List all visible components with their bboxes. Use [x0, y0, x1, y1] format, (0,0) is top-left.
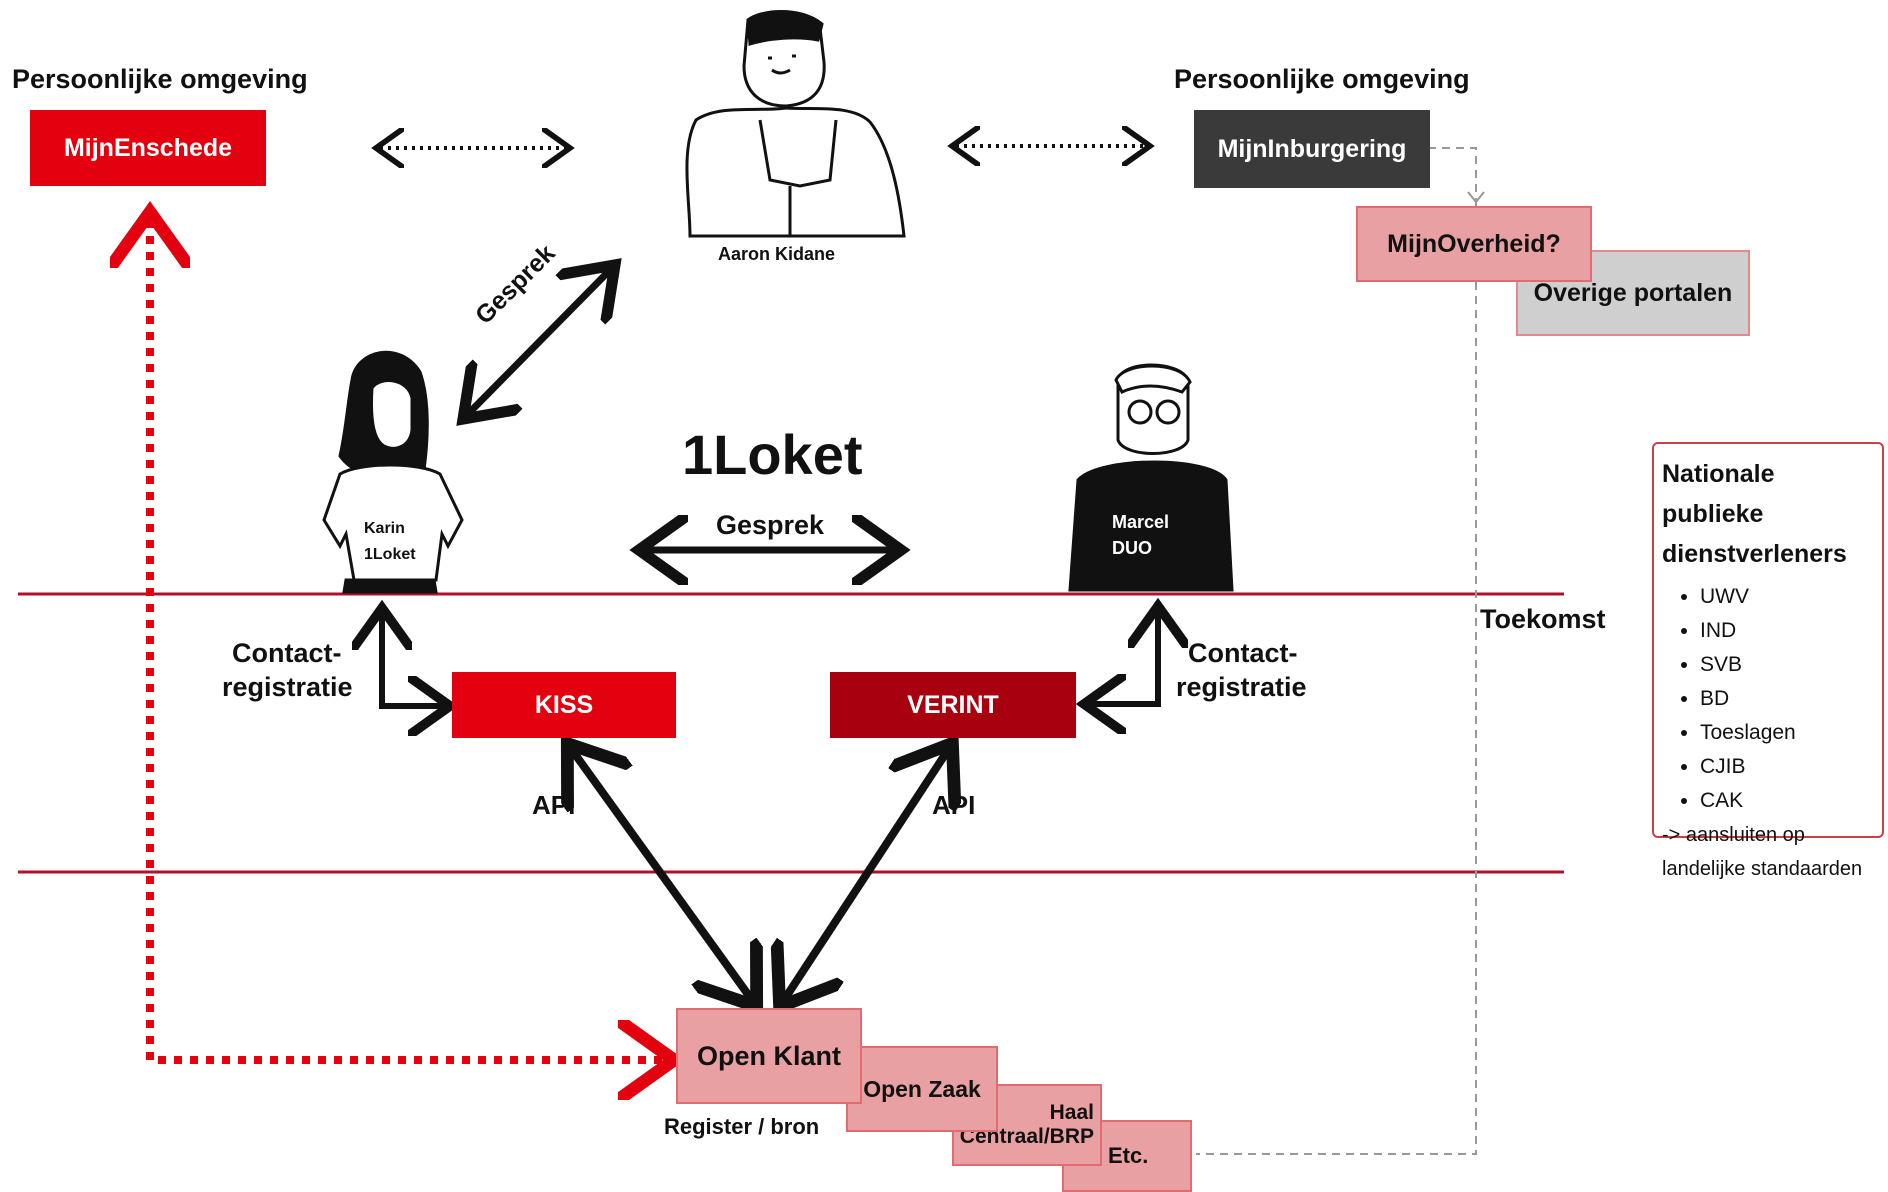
red-dotted-connector [150, 220, 666, 1060]
nationale-title-2: dienstverleners [1662, 540, 1847, 568]
marcel-figure [1068, 363, 1234, 592]
left-env-heading: Persoonlijke omgeving [12, 64, 308, 94]
grey-arrowhead [1467, 191, 1485, 204]
nationale-note-2: landelijke standaarden [1662, 858, 1863, 880]
karin-name-2: 1Loket [364, 546, 416, 563]
gesprek-mid-label: Gesprek [716, 510, 825, 540]
nationale-title-1: Nationale publieke [1662, 460, 1775, 528]
open-klant-box[interactable]: Open Klant [676, 1008, 862, 1104]
nationale-note: -> aansluiten op landelijke standaarden [1662, 818, 1874, 886]
contact-right-1: Contact- [1188, 638, 1298, 668]
api-right-label: API [932, 790, 976, 820]
right-env-heading: Persoonlijke omgeving [1174, 64, 1470, 94]
api-arrow-left [572, 750, 752, 1000]
karin-name-1: Karin [364, 520, 405, 537]
list-item: IND [1700, 614, 1874, 648]
aaron-figure [685, 10, 906, 238]
list-item: BD [1700, 682, 1874, 716]
api-arrow-right [784, 750, 948, 1000]
verint-box[interactable]: VERINT [830, 672, 1076, 738]
list-item: SVB [1700, 648, 1874, 682]
mijninburgering-box[interactable]: MijnInburgering [1194, 110, 1430, 188]
api-left-label: API [532, 790, 576, 820]
aaron-name: Aaron Kidane [718, 244, 836, 264]
nationale-note-1: -> aansluiten op [1662, 824, 1805, 846]
mijnoverheid-box[interactable]: MijnOverheid? [1356, 206, 1592, 282]
list-item: CJIB [1700, 750, 1874, 784]
nationale-list: UWV IND SVB BD Toeslagen CJIB CAK [1662, 580, 1874, 818]
grey-dashed-connector [1196, 147, 1477, 1155]
contact-left-1: Contact- [232, 638, 342, 668]
diagram-title: 1Loket [682, 423, 863, 486]
mijnenschede-box[interactable]: MijnEnschede [30, 110, 266, 186]
list-item: CAK [1700, 784, 1874, 818]
haal-label: Haal [1049, 1101, 1094, 1124]
kiss-box[interactable]: KISS [452, 672, 676, 738]
contact-right-2: registratie [1176, 672, 1307, 702]
nationale-dienstverleners-panel: Nationale publieke dienstverleners UWV I… [1652, 442, 1884, 880]
contact-arrow-right [1090, 612, 1158, 704]
toekomst-label: Toekomst [1480, 604, 1606, 634]
karin-figure [322, 350, 464, 594]
nationale-title: Nationale publieke dienstverleners [1662, 454, 1874, 574]
marcel-name-2: DUO [1112, 538, 1152, 558]
list-item: Toeslagen [1700, 716, 1874, 750]
open-zaak-box[interactable]: Open Zaak [846, 1046, 998, 1132]
marcel-name-1: Marcel [1112, 512, 1170, 532]
list-item: UWV [1700, 580, 1874, 614]
register-caption: Register / bron [664, 1114, 820, 1139]
open-zaak-label: Open Zaak [863, 1075, 981, 1102]
etc-label: Etc. [1108, 1143, 1149, 1168]
contact-left-2: registratie [222, 672, 353, 702]
contact-arrow-left [382, 614, 444, 706]
gesprek-diagonal-arrow [468, 270, 610, 414]
